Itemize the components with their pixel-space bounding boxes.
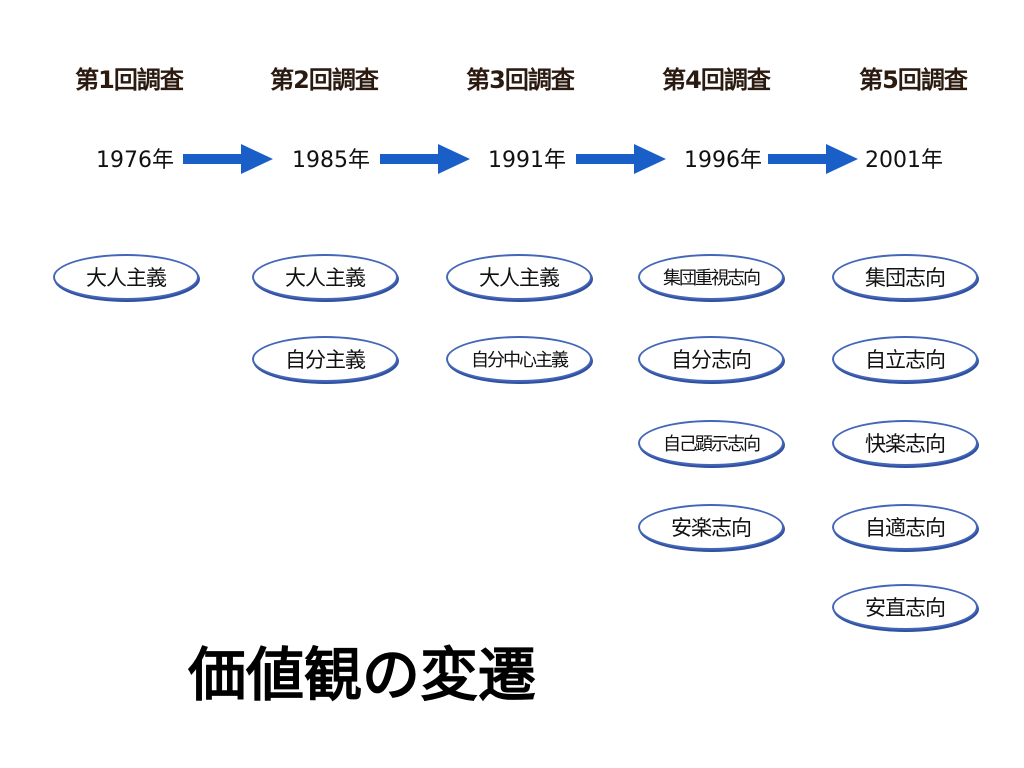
right-arrow-icon	[768, 144, 858, 174]
right-arrow-icon	[576, 144, 666, 174]
value-label: 自分中心主義	[471, 350, 569, 371]
value-pill: 大人主義	[446, 254, 592, 300]
survey-year-3: 1991年	[488, 148, 566, 173]
value-pill: 自分主義	[252, 336, 398, 382]
value-pill: 集団重視志向	[638, 254, 784, 300]
value-label: 安楽志向	[671, 516, 752, 540]
value-pill: 快楽志向	[832, 420, 978, 466]
value-label: 自分志向	[671, 348, 752, 372]
value-label: 快楽志向	[865, 432, 946, 456]
survey-year-2: 1985年	[292, 148, 370, 173]
value-label: 自己顕示志向	[663, 434, 761, 455]
value-pill: 集団志向	[832, 254, 978, 300]
value-pill: 安直志向	[832, 584, 978, 630]
value-pill: 自分中心主義	[446, 336, 592, 382]
value-label: 大人主義	[285, 266, 366, 290]
value-pill: 自適志向	[832, 504, 978, 550]
survey-year-4: 1996年	[684, 148, 762, 173]
value-label: 自分主義	[285, 348, 366, 372]
survey-header-5: 第5回調査	[859, 66, 968, 94]
value-label: 安直志向	[865, 596, 946, 620]
right-arrow-icon	[183, 144, 273, 174]
survey-header-3: 第3回調査	[466, 66, 575, 94]
value-pill: 自分志向	[638, 336, 784, 382]
value-pill: 大人主義	[252, 254, 398, 300]
survey-header-2: 第2回調査	[270, 66, 379, 94]
value-label: 集団志向	[865, 266, 946, 290]
survey-year-5: 2001年	[865, 148, 943, 173]
value-label: 大人主義	[479, 266, 560, 290]
value-label: 大人主義	[86, 266, 167, 290]
survey-year-1: 1976年	[96, 148, 174, 173]
page-title: 価値観の変遷	[188, 641, 537, 709]
value-pill: 自己顕示志向	[638, 420, 784, 466]
value-label: 集団重視志向	[663, 268, 761, 289]
right-arrow-icon	[380, 144, 470, 174]
value-pill: 自立志向	[832, 336, 978, 382]
value-label: 自立志向	[865, 348, 946, 372]
value-label: 自適志向	[865, 516, 946, 540]
value-pill: 安楽志向	[638, 504, 784, 550]
survey-header-4: 第4回調査	[662, 66, 771, 94]
survey-header-1: 第1回調査	[75, 66, 184, 94]
value-pill: 大人主義	[53, 254, 199, 300]
